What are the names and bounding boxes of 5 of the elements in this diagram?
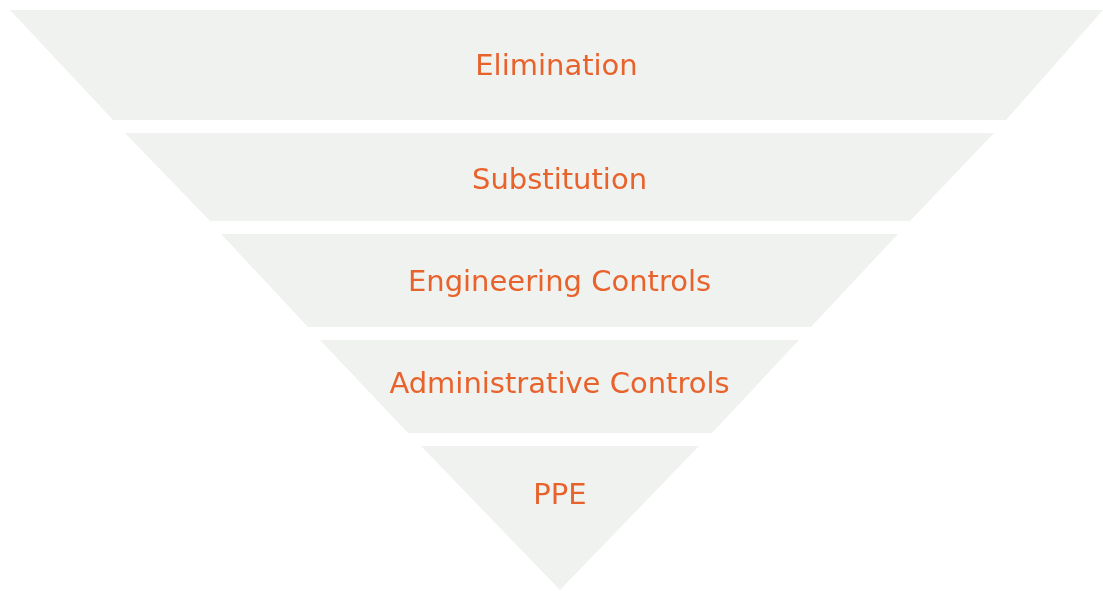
level-label: Substitution bbox=[472, 162, 647, 196]
level-label: Administrative Controls bbox=[389, 366, 730, 400]
level-label: Elimination bbox=[475, 48, 638, 82]
level-label: Engineering Controls bbox=[407, 264, 712, 298]
level-label: PPE bbox=[533, 477, 587, 511]
